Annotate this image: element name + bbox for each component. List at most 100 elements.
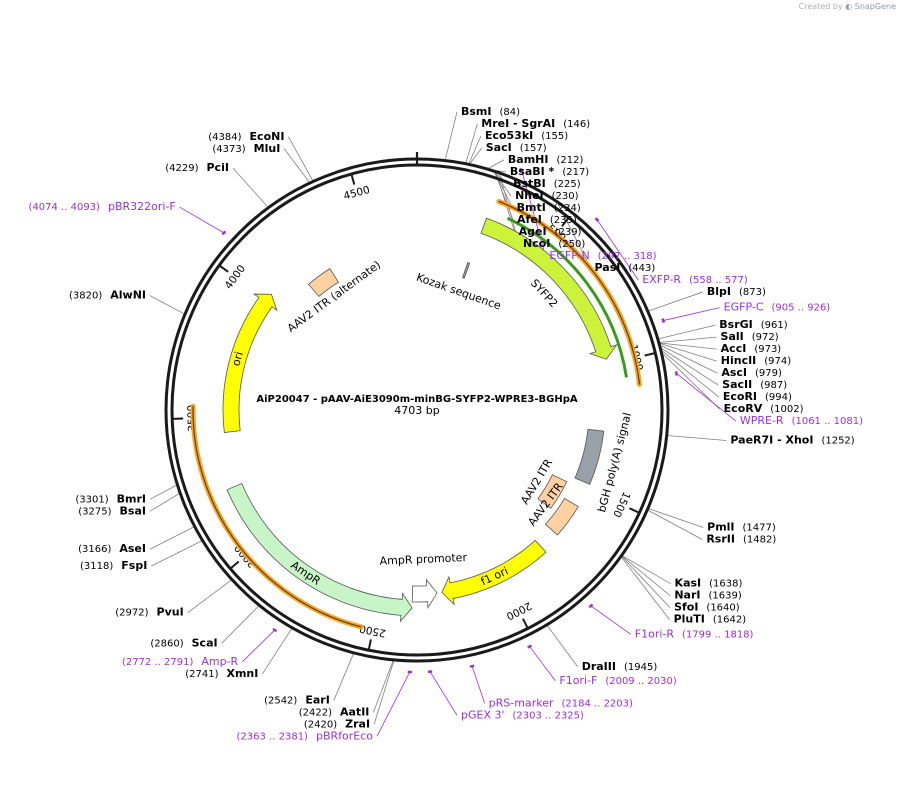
primer-label-amp-r: Amp-R [201,655,238,668]
primer-position: (1799 .. 1818) [682,629,754,640]
credit-brand: SnapGene [854,2,896,11]
enzyme-label-sfoi: SfoI [674,601,698,614]
enzyme-leader [666,435,727,441]
enzyme-leader [659,344,718,374]
enzyme-position: (1252) [821,436,854,447]
enzyme-position: (3166) [78,544,111,555]
enzyme-position: (1477) [743,523,776,534]
enzyme-position: (234) [554,203,581,214]
enzyme-position: (2860) [150,638,183,649]
enzyme-label-eari: EarI [305,693,329,706]
enzyme-label-pasi: PasI [595,261,621,274]
enzyme-leader [232,167,269,208]
enzyme-label-kasi: KasI [675,577,702,590]
enzyme-label-afei: AfeI [517,213,542,226]
enzyme-label-pluti: PluTI [674,613,705,626]
primer-mark [661,318,666,323]
tick-mark [230,560,240,569]
enzyme-position: (2422) [299,707,332,718]
enzyme-label-mlui: MluI [254,142,281,155]
tick-mark [522,618,529,629]
enzyme-position: (155) [541,131,568,142]
enzyme-label-bsmi: BsmI [461,105,492,118]
primer-position: (4074 .. 4093) [29,202,101,213]
enzyme-position: (235) [550,215,577,226]
enzyme-label-bmri: BmrI [117,492,146,505]
orf-arc-inner [506,216,628,378]
tick-mark [628,507,639,514]
enzyme-position: (987) [760,380,787,391]
orf-arc-core [498,200,641,385]
primer-marks [221,167,678,674]
feature-syfp2 [480,217,618,360]
enzyme-leader [151,540,203,567]
primer-label-egfp-c: EGFP-C [724,301,764,314]
tick-mark [219,265,229,273]
tick-mark [350,174,356,185]
feature-aav2-itr [544,497,579,536]
feature-ampr [226,482,413,623]
feature-label-kozak-sequence: Kozak sequence [415,271,503,313]
primer-position: (2772 .. 2791) [122,657,194,668]
enzyme-position: (146) [563,119,590,130]
primer-position: (2303 .. 2325) [513,710,585,721]
enzyme-position: (973) [754,344,781,355]
enzyme-position: (994) [765,392,792,403]
primer-label-f1ori-f: F1ori-F [559,674,597,687]
enzyme-label-bsai: BsaI [120,504,146,517]
feature-kozak-sequence [462,261,471,279]
enzyme-label-ecori: EcoRI [723,390,757,403]
enzyme-label-pcii: PciI [207,161,229,174]
enzyme-leader [647,507,704,528]
enzyme-leader [657,324,716,340]
enzyme-leader [468,147,483,165]
center-title: AiP20047 - pAAV-AiE3090m-minBG-SYFP2-WPR… [256,394,577,417]
enzyme-leader [659,347,719,386]
feature-bgh-poly-a-signal [574,428,605,485]
enzyme-label-agei: AgeI [519,225,547,238]
enzyme-position: (84) [500,107,521,118]
enzyme-leader [620,556,670,620]
enzyme-leader [660,351,720,410]
enzyme-position: (3820) [69,291,102,302]
enzyme-position: (972) [752,332,779,343]
enzyme-label-pmli: PmlI [707,521,734,534]
enzyme-position: (2420) [304,719,337,730]
plasmid-name: AiP20047 - pAAV-AiE3090m-minBG-SYFP2-WPR… [256,394,577,405]
enzyme-label-bamhi: BamHI [508,153,549,166]
enzyme-leader [262,627,293,675]
tick-label: 4500 [342,184,371,203]
enzyme-position: (873) [739,287,766,298]
primer-position: (2363 .. 2381) [237,731,309,742]
enzyme-leader [468,135,482,165]
tick-mark [644,352,655,357]
enzyme-label-eco53ki: Eco53kI [485,129,533,142]
enzyme-label-bsrgi: BsrGI [719,318,752,331]
primer-leader [663,307,720,321]
enzyme-leader [373,659,394,713]
enzyme-position: (1640) [706,603,739,614]
primer-label-prs-marker: pRS-marker [489,696,554,709]
enzyme-label-pvui: PvuI [157,606,184,619]
primer-leader [241,629,276,663]
enzyme-leader [288,136,314,182]
enzyme-position: (212) [556,155,583,166]
enzyme-position: (3118) [80,561,113,572]
enzyme-position: (3301) [75,494,108,505]
enzyme-position: (443) [628,263,655,274]
enzyme-label-aatii: AatII [340,705,369,718]
feature-label-ori: ori [229,350,245,367]
primer-mark [674,371,678,376]
snapgene-logo-icon: ◐ [845,2,853,11]
enzyme-label-asei: AseI [119,542,146,555]
primer-position: (905 .. 926) [772,303,831,314]
enzyme-position: (225) [554,179,581,190]
enzyme-leader [465,123,478,164]
site-labels: BsmI(84)MreI - SgrAI(146)Eco53kI(155)Sac… [29,105,864,742]
tick-mark [561,217,569,227]
enzyme-label-blpi: BlpI [707,285,731,298]
enzyme-leader [333,652,355,701]
primer-position: (297 .. 318) [598,251,657,262]
enzyme-label-asci: AscI [721,366,747,379]
primer-leader [179,206,225,234]
